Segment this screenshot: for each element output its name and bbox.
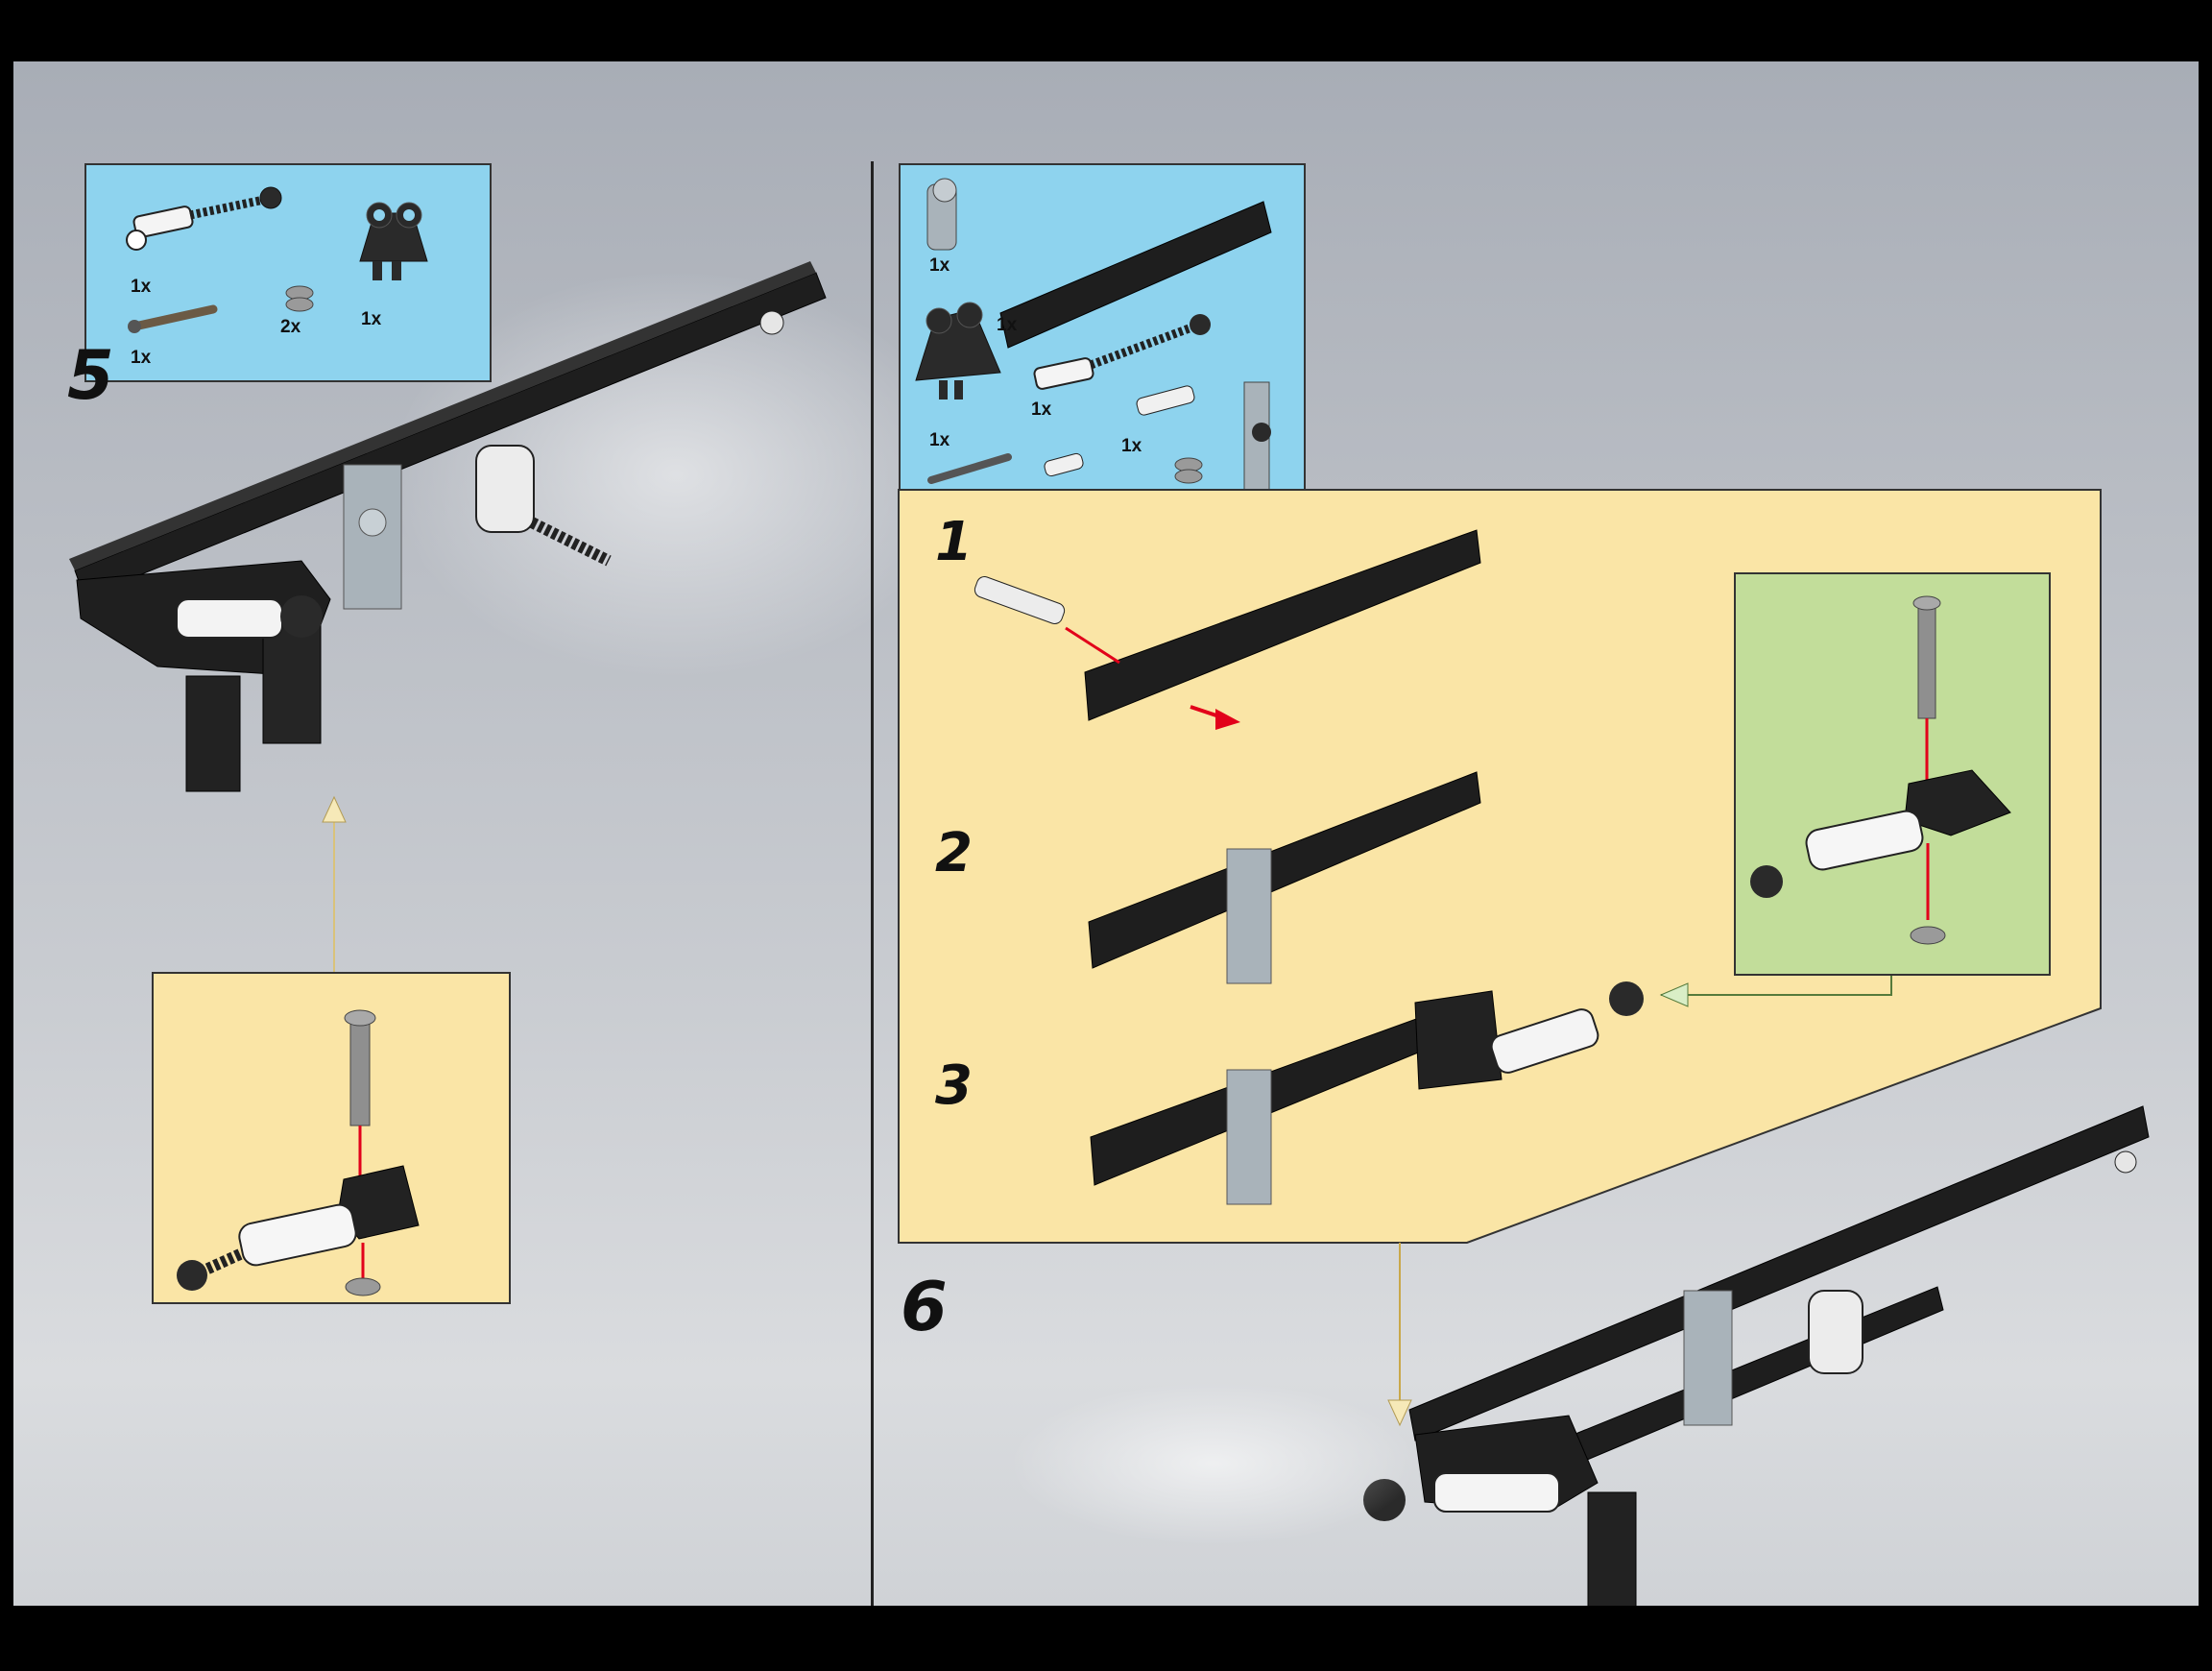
placement-arrow [1388, 1400, 1411, 1425]
angle-connector-icon [1809, 1291, 1863, 1373]
pin-icon [2115, 1151, 2136, 1173]
shock-absorber-icon [1363, 1473, 1559, 1521]
cross-block-icon [1684, 1291, 1732, 1425]
page-background: 1x 1x 2x 1x 5 [13, 61, 2199, 1606]
step6-assembly-drawing [13, 61, 2199, 1606]
technic-beam-icon [1409, 1106, 2149, 1473]
